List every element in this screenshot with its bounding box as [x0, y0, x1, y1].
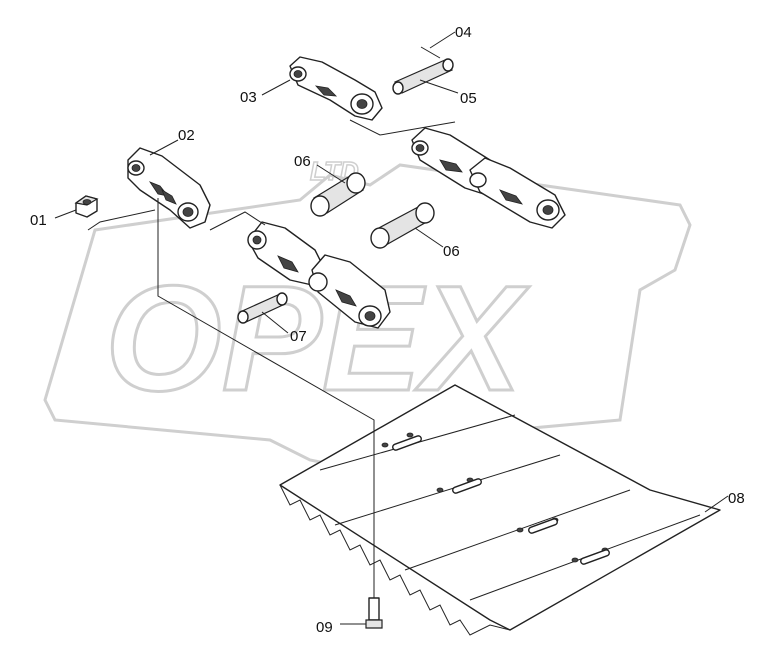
callout-06b: 06: [443, 243, 460, 260]
part-02-link: [127, 147, 211, 229]
callout-02: 02: [178, 127, 195, 144]
part-06-bushing-upper: [310, 172, 366, 217]
callout-07: 07: [290, 328, 307, 345]
callout-06a: 06: [294, 153, 311, 170]
callout-05: 05: [460, 90, 477, 107]
part-06-bushing-lower: [370, 202, 435, 249]
callout-leaders: [54, 31, 729, 625]
part-01-nut: [74, 195, 99, 218]
callout-08: 08: [728, 490, 745, 507]
part-09-bolt: [365, 597, 383, 629]
middle-links: [247, 221, 391, 329]
callout-01: 01: [30, 212, 47, 229]
part-08-track-shoes: [279, 384, 721, 636]
upper-right-links: [411, 127, 566, 229]
callout-labels: 01 02 03 04 05 06 06 07 08 09: [30, 24, 745, 636]
assembly-leader-lines: [87, 119, 456, 598]
part-03-link: [289, 56, 383, 121]
part-04-cotter: [420, 46, 441, 59]
callout-04: 04: [455, 24, 472, 41]
part-07-pin: [237, 292, 288, 324]
callout-03: 03: [240, 89, 257, 106]
part-05-pin: [392, 58, 454, 95]
callout-09: 09: [316, 619, 333, 636]
